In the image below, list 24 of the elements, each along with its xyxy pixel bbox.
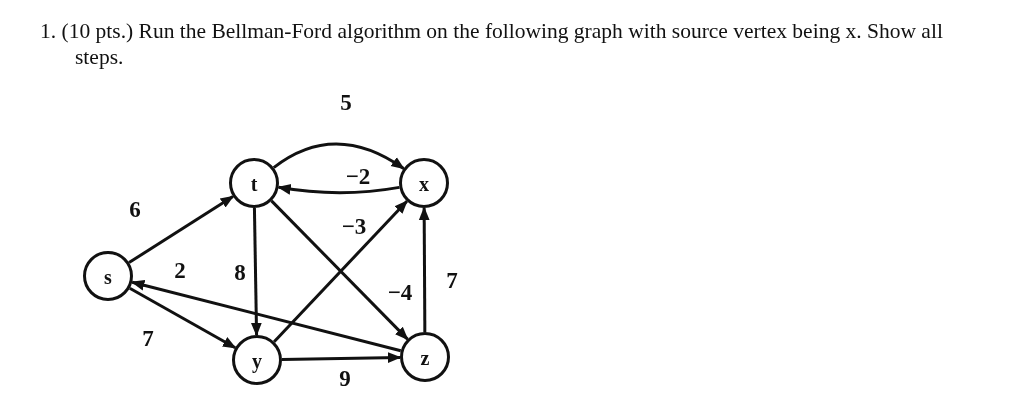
edge-label: 6 [129, 197, 141, 221]
edge-label: 9 [339, 366, 351, 390]
arrow [418, 206, 430, 332]
arrow [281, 352, 402, 364]
edge-label: −4 [387, 280, 413, 304]
arrow [277, 183, 400, 195]
question-text: 1. (10 pts.) Run the Bellman-Ford algorithm on the following graph with source vertex being x. Show all steps. [40, 18, 944, 70]
arrow [130, 279, 402, 353]
edge-label: 7 [142, 326, 154, 350]
arrow [250, 207, 262, 337]
edge-label: −2 [345, 164, 371, 188]
arrow [128, 195, 235, 264]
edge-label: 7 [446, 268, 458, 292]
edge-label: −3 [341, 214, 367, 238]
vertex-circle: z [400, 332, 450, 382]
vertex-circle: s [83, 251, 133, 301]
arrow [272, 142, 405, 170]
vertex-circle: y [232, 335, 282, 385]
vertex-circle: x [399, 158, 449, 208]
edge-label: 8 [234, 260, 246, 284]
edge-label: 5 [340, 90, 352, 114]
edge-label: 2 [174, 258, 186, 282]
arrow [129, 286, 237, 350]
vertex-circle: t [229, 158, 279, 208]
